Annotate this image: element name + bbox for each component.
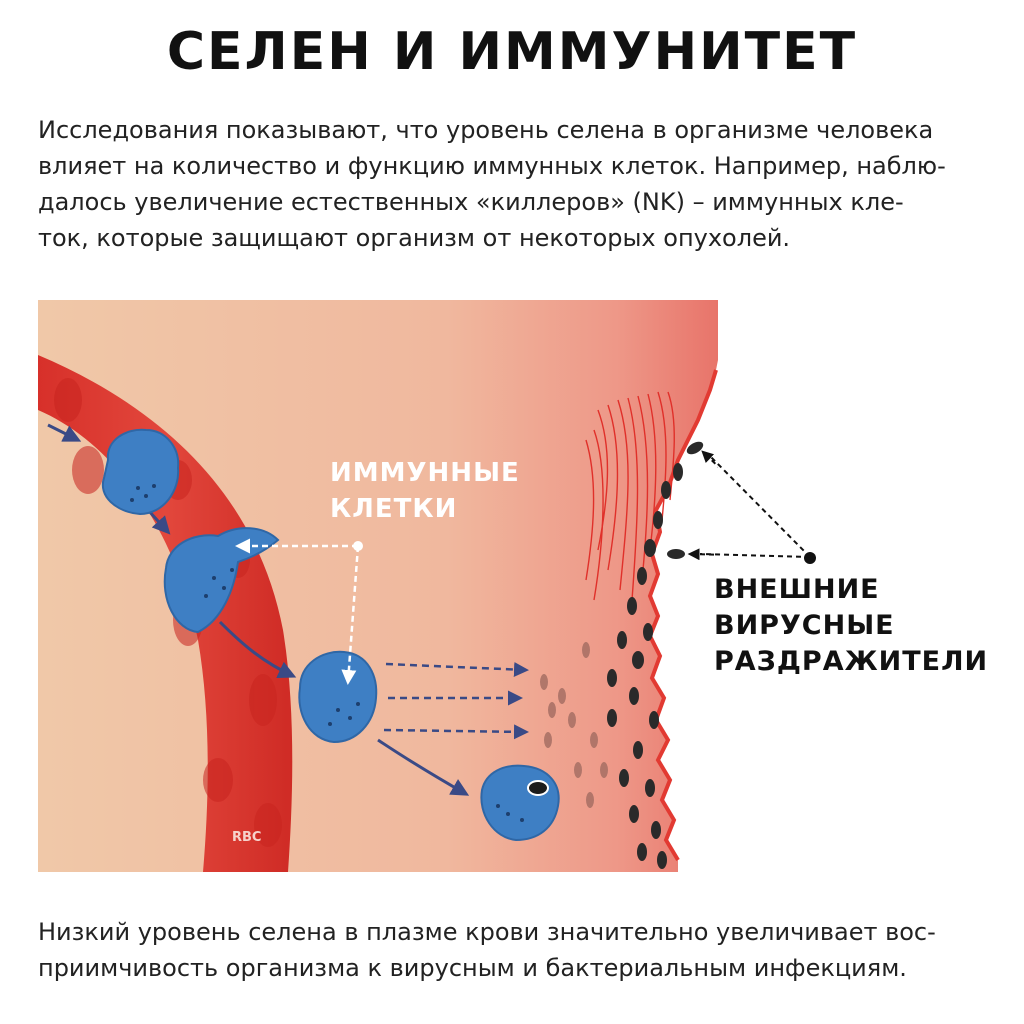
blood-vessel <box>38 355 293 872</box>
rbc-label: RBC <box>232 830 262 845</box>
tissue-background <box>38 300 718 872</box>
outro-line: приимчивость организма к вирусным и бакт… <box>38 954 907 982</box>
attack-arrows <box>383 661 529 740</box>
immune-label-line: ИММУННЫЕ <box>330 458 520 488</box>
faded-viruses <box>540 642 608 808</box>
immune-cell <box>163 527 280 634</box>
intro-line: далось увеличение естественных «киллеров… <box>38 188 904 216</box>
immune-cells <box>101 428 560 842</box>
virus-label-line: ВНЕШНИЕ <box>714 574 880 605</box>
virus-pointer-line <box>707 453 811 558</box>
immune-cells-label: ИММУННЫЕ КЛЕТКИ <box>330 455 520 527</box>
virus-pointer-line <box>700 553 811 558</box>
intro-line: Исследования показывают, что уровень сел… <box>38 116 934 144</box>
outro-paragraph: Низкий уровень селена в плазме крови зна… <box>38 914 936 986</box>
immune-cell <box>298 650 378 744</box>
viruses <box>607 441 704 869</box>
inflammation-fibers <box>585 391 675 601</box>
virus-label-line: ВИРУСНЫЕ <box>714 610 895 641</box>
intro-line: ток, которые защищают организм от некото… <box>38 224 791 252</box>
virus-label-line: РАЗДРАЖИТЕЛИ <box>714 646 989 677</box>
immune-diagram <box>38 300 718 872</box>
virus-pointer-ext <box>700 453 811 558</box>
intro-paragraph: Исследования показывают, что уровень сел… <box>38 112 946 256</box>
engulfed-virus <box>527 780 549 796</box>
page-title: СЕЛЕН И ИММУНИТЕТ <box>166 22 858 82</box>
outro-line: Низкий уровень селена в плазме крови зна… <box>38 918 936 946</box>
immune-cell <box>480 764 560 842</box>
intro-line: влияет на количество и функцию иммунных … <box>38 152 946 180</box>
flow-arrows <box>47 423 470 796</box>
immune-cell <box>101 428 180 516</box>
cell-granules <box>130 484 524 822</box>
immune-pointer <box>235 538 360 685</box>
immune-pointer-dot <box>353 541 363 551</box>
virus-irritants-label: ВНЕШНИЕ ВИРУСНЫЕ РАЗДРАЖИТЕЛИ <box>714 572 988 680</box>
immune-label-line: КЛЕТКИ <box>330 494 458 524</box>
